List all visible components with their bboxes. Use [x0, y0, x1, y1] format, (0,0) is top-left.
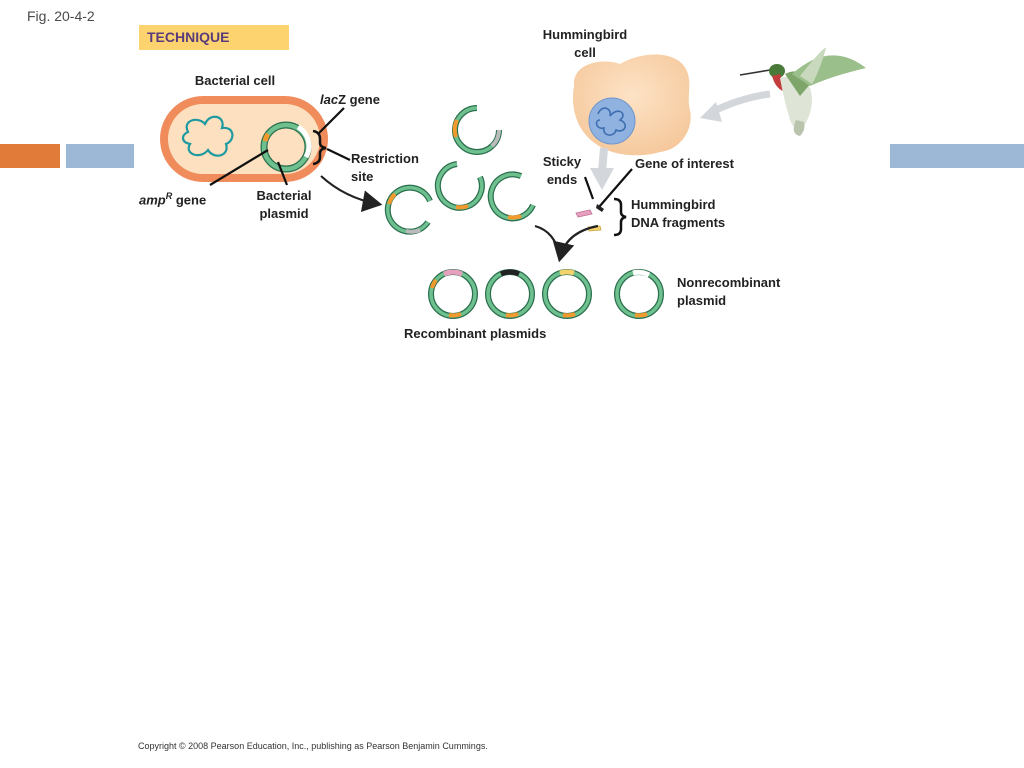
dna-fragments-line1: Hummingbird — [631, 197, 716, 212]
recombinant-plasmid — [542, 269, 592, 319]
cut-plasmid — [384, 184, 433, 235]
sticky-ends-label: Sticky ends — [535, 153, 589, 189]
sticky-ends-line1: Sticky — [542, 154, 582, 169]
ampr-rest: gene — [175, 192, 207, 208]
hummingbird-cell-line1: Hummingbird — [542, 27, 628, 42]
bacterial-chromosome — [181, 115, 234, 157]
recombinant-plasmid — [485, 269, 535, 319]
cut-plasmid — [434, 161, 485, 211]
restriction-site-label: Restriction site — [351, 150, 419, 186]
nonrecombinant-label: Nonrecombinant plasmid — [677, 274, 780, 310]
restriction-site-line1: Restriction — [351, 151, 419, 166]
bacterial-plasmid-label: Bacterial plasmid — [248, 187, 320, 223]
pointer-lines — [209, 107, 633, 208]
ampr-superscript: R — [165, 191, 173, 201]
ampr-gene-label: ampR gene — [139, 187, 206, 209]
restriction-bracket — [312, 129, 327, 166]
bacterial-plasmid-line1: Bacterial — [256, 188, 312, 203]
gene-of-interest-label: Gene of interest — [635, 156, 734, 171]
accent-bar-blue-left — [66, 144, 134, 168]
nonrecombinant-plasmid — [614, 269, 664, 319]
copyright-notice: Copyright © 2008 Pearson Education, Inc.… — [138, 741, 488, 751]
sticky-ends-line2: ends — [546, 172, 578, 187]
dna-fragments-line2: DNA fragments — [631, 215, 726, 230]
accent-bar-orange — [0, 144, 60, 168]
bird-to-cell-arrow — [710, 90, 771, 116]
bacterial-cell — [160, 96, 328, 182]
merge-arrow — [534, 224, 562, 259]
dna-fragments-label: Hummingbird DNA fragments — [631, 196, 725, 232]
cut-plasmids — [384, 105, 536, 235]
bacterial-plasmid-line2: plasmid — [259, 206, 309, 221]
recombinant-plasmids — [428, 269, 664, 319]
cut-arrow — [320, 175, 383, 213]
lacz-gene-label: lacZ gene — [320, 91, 380, 109]
bacterial-cell-label: Bacterial cell — [194, 73, 276, 88]
chromatin — [595, 107, 627, 136]
restriction-site-line2: site — [351, 169, 374, 184]
figure-label: Fig. 20-4-2 — [27, 8, 95, 24]
cut-plasmid — [452, 105, 502, 155]
recombinant-plasmid — [428, 269, 478, 319]
lacz-rest: Z gene — [338, 92, 380, 107]
hummingbird-cell-label: Hummingbird cell — [530, 26, 640, 62]
technique-banner: TECHNIQUE — [139, 25, 289, 50]
technique-label: TECHNIQUE — [147, 29, 230, 45]
hummingbird-illustration — [739, 47, 866, 136]
nucleus — [588, 97, 636, 145]
hummingbird-cell — [572, 54, 691, 156]
accent-bar-blue-right — [890, 144, 1024, 168]
ampr-italic: amp — [139, 192, 166, 208]
lacz-italic: lac — [320, 92, 339, 107]
nonrecombinant-line2: plasmid — [677, 293, 727, 308]
hummingbird-cell-line2: cell — [574, 45, 596, 60]
recombinant-plasmids-label: Recombinant plasmids — [404, 326, 547, 341]
cut-plasmid — [487, 171, 536, 222]
fragments-bracket — [613, 197, 627, 237]
nonrecombinant-line1: Nonrecombinant — [677, 275, 781, 290]
bacterial-plasmid — [260, 121, 312, 173]
